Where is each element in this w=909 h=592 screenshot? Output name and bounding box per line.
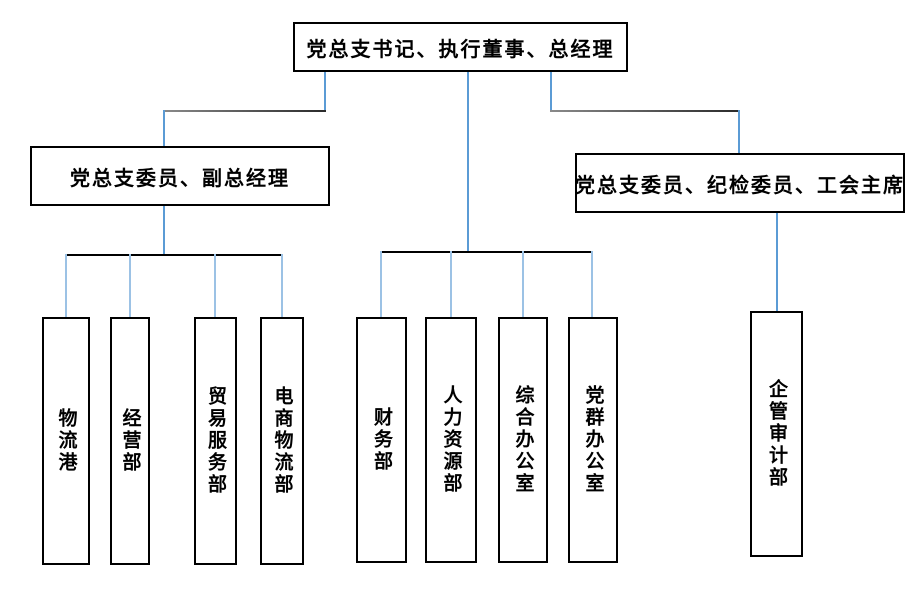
connector-left-elbow-horizontal bbox=[163, 110, 326, 112]
connector-drop-hr-dept bbox=[450, 251, 452, 317]
connector-elbow-to-deputy-left bbox=[163, 110, 165, 146]
connector-drop-trade-service-dept bbox=[214, 254, 216, 317]
dept-label-party-masses-office: 党群办公室 bbox=[582, 385, 605, 495]
connector-drop-logistics-port bbox=[65, 254, 67, 317]
branch-bar-middle bbox=[381, 251, 592, 253]
connector-drop-operations-dept bbox=[129, 254, 131, 317]
dept-label-finance-dept: 财务部 bbox=[371, 407, 393, 473]
dept-box-operations-dept: 经营部 bbox=[110, 317, 150, 565]
dept-label-hr-dept: 人力资源部 bbox=[440, 385, 463, 495]
org-box-deputy-right-label: 党总支委员、纪检委员、工会主席 bbox=[575, 172, 905, 197]
connector-right-elbow-horizontal bbox=[550, 110, 740, 112]
connector-drop-party-masses-office bbox=[591, 251, 593, 317]
connector-drop-finance-dept bbox=[380, 251, 382, 317]
dept-label-audit-dept: 企管审计部 bbox=[766, 379, 788, 489]
org-box-deputy-left: 党总支委员、副总经理 bbox=[30, 146, 330, 206]
dept-box-hr-dept: 人力资源部 bbox=[425, 317, 477, 563]
connector-elbow-to-deputy-right bbox=[738, 110, 740, 153]
dept-box-general-office: 综合办公室 bbox=[498, 317, 548, 563]
dept-box-party-masses-office: 党群办公室 bbox=[568, 317, 618, 563]
connector-deputy-left-to-bar bbox=[163, 205, 165, 254]
dept-box-ecommerce-logistics-dept: 电商物流部 bbox=[260, 317, 304, 565]
dept-box-audit-dept: 企管审计部 bbox=[750, 311, 803, 557]
connector-root-to-middle-bar bbox=[467, 71, 469, 253]
org-box-deputy-right: 党总支委员、纪检委员、工会主席 bbox=[575, 153, 905, 213]
dept-label-operations-dept: 经营部 bbox=[119, 408, 142, 474]
org-box-deputy-left-label: 党总支委员、副总经理 bbox=[70, 165, 290, 190]
dept-label-logistics-port: 物流港 bbox=[55, 408, 78, 474]
connector-drop-ecommerce-logistics-dept bbox=[281, 254, 283, 317]
dept-label-general-office: 综合办公室 bbox=[512, 385, 535, 495]
dept-box-logistics-port: 物流港 bbox=[42, 317, 90, 565]
org-box-root: 党总支书记、执行董事、总经理 bbox=[293, 22, 628, 72]
connector-root-to-right-elbow bbox=[550, 71, 552, 112]
dept-label-ecommerce-logistics-dept: 电商物流部 bbox=[271, 386, 294, 496]
dept-box-finance-dept: 财务部 bbox=[356, 317, 407, 563]
branch-bar-left bbox=[65, 254, 283, 256]
connector-deputy-right-to-audit-dept bbox=[776, 213, 778, 311]
dept-label-trade-service-dept: 贸易服务部 bbox=[205, 386, 227, 496]
connector-drop-general-office bbox=[522, 251, 524, 317]
connector-root-to-left-elbow bbox=[324, 71, 326, 112]
org-box-root-label: 党总支书记、执行董事、总经理 bbox=[306, 36, 615, 61]
dept-box-trade-service-dept: 贸易服务部 bbox=[194, 317, 237, 565]
